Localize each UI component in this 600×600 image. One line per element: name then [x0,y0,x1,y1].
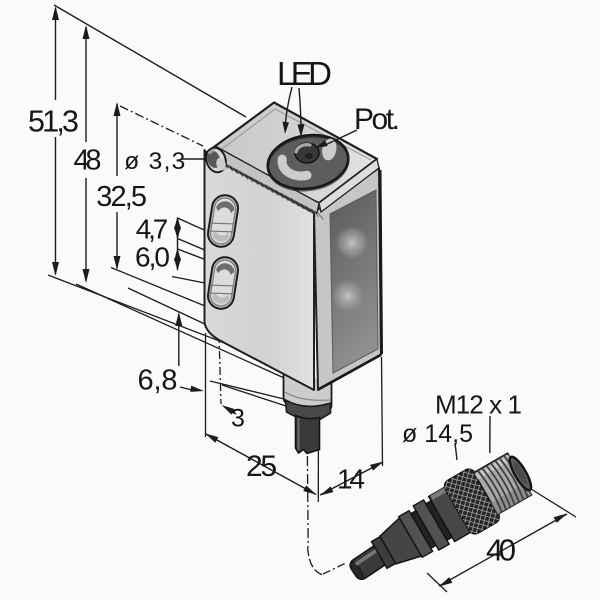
svg-text:ø 3,3: ø 3,3 [124,148,185,175]
svg-text:ø 14,5: ø 14,5 [402,420,473,448]
svg-text:M12 x 1: M12 x 1 [435,390,522,420]
svg-text:LED: LED [277,55,332,92]
svg-text:51,3: 51,3 [28,105,79,139]
svg-text:48: 48 [74,145,102,177]
svg-text:Pot.: Pot. [354,103,400,136]
svg-text:14: 14 [337,464,365,495]
svg-text:4,7: 4,7 [136,213,169,244]
svg-text:6,8: 6,8 [138,365,178,397]
svg-text:3: 3 [231,405,245,433]
svg-text:6,0: 6,0 [135,242,170,273]
svg-text:40: 40 [486,533,516,568]
svg-text:25: 25 [246,450,277,483]
svg-text:32,5: 32,5 [96,181,147,213]
